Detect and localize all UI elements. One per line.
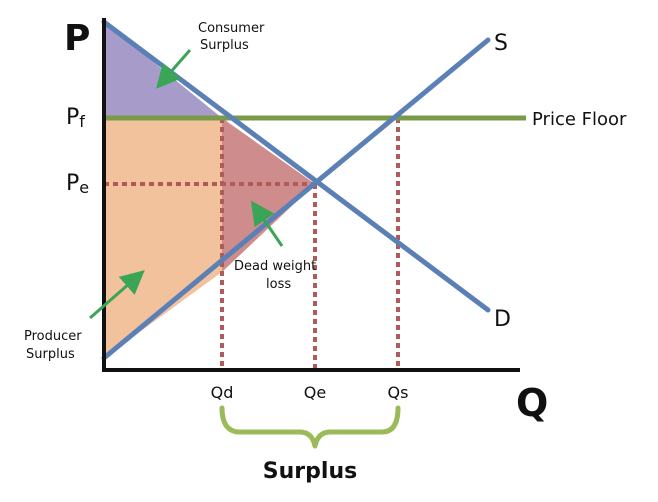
producer-surplus-arrow: [89, 270, 145, 320]
producer-surplus-label: Producer Surplus: [24, 329, 86, 362]
surplus-bracket-label: Surplus: [263, 459, 357, 484]
qd-label: Qd: [211, 383, 234, 402]
x-axis-label: Q: [516, 381, 548, 425]
supply-label: S: [494, 31, 508, 56]
price-floor-label: Pf: [66, 105, 85, 131]
price-equilibrium-label: Pe: [66, 171, 89, 197]
surplus-bracket: [219, 405, 401, 449]
demand-label: D: [494, 307, 511, 332]
consumer-surplus-arrow: [156, 49, 192, 89]
y-axis-label: P: [64, 18, 90, 59]
producer-surplus-area: [104, 118, 222, 358]
price-floor-curve-label: Price Floor: [532, 109, 627, 130]
qe-label: Qe: [304, 383, 326, 402]
qs-label: Qs: [388, 383, 409, 402]
deadweight-loss-area: [222, 118, 315, 272]
supply-curve: [101, 37, 491, 361]
deadweight-loss-arrow: [250, 200, 284, 247]
deadweight-loss-label: Dead weight loss: [234, 259, 320, 292]
consumer-surplus-label: Consumer Surplus: [198, 21, 268, 53]
